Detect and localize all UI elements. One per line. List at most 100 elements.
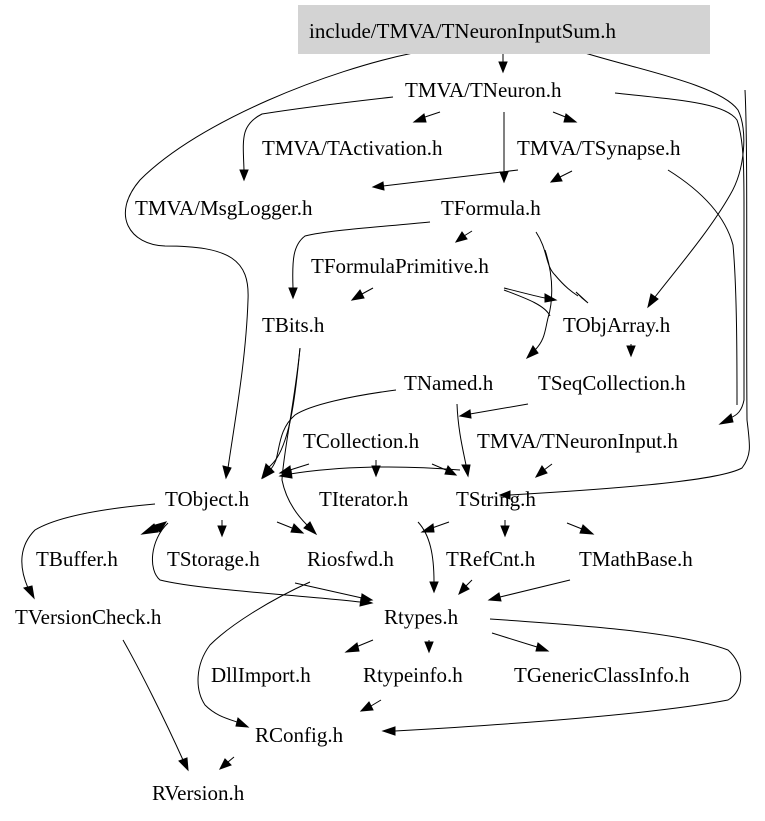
node-tneuroninput[interactable]: TMVA/TNeuronInput.h [477,429,678,453]
arrowhead [218,758,232,770]
root-node-box [298,5,710,54]
arrowhead [575,291,589,304]
edge-tformulaprimitive-tobjarray [503,287,546,299]
edge-rtypes-rconfig [394,618,742,732]
node-label: TMathBase.h [579,547,693,571]
edge-tobject-tversioncheck [21,503,156,589]
edge-tbits-tobject [267,347,301,469]
node-tneuron[interactable]: TMVA/TNeuron.h [405,78,562,102]
arrowhead [498,490,511,500]
node-rtypeinfo[interactable]: Rtypeinfo.h [363,663,463,687]
node-label: TFormulaPrimitive.h [311,254,489,278]
arrowhead [444,465,458,476]
node-tobject[interactable]: TObject.h [165,487,250,511]
arrowhead [23,585,35,600]
node-label: TNamed.h [404,371,494,395]
arrowhead [290,523,305,534]
node-label: TStorage.h [167,547,260,571]
node-label: TFormula.h [441,196,541,220]
node-label: TBits.h [262,313,325,337]
node-label: TMVA/TNeuron.h [405,78,562,102]
edge-tnamed-tstring [456,403,467,466]
edge-tnamed-tobject [269,389,397,471]
edge-tformula-tnamed [534,249,553,351]
edge-tformulaprimitive-tobjarray-2 [503,289,551,317]
nodes-layer: include/TMVA/TNeuronInputSum.h TMVA/TNeu… [15,5,710,805]
node-label: TMVA/MsgLogger.h [135,196,313,220]
node-tformula[interactable]: TFormula.h [441,196,541,220]
edge-tmathbase-rtypes [499,579,571,598]
arrowhead [239,169,249,182]
edge-tobject-riosfwd [276,521,293,529]
node-tbits[interactable]: TBits.h [262,313,325,337]
node-tactivation[interactable]: TMVA/TActivation.h [262,136,443,160]
node-label: TMVA/TActivation.h [262,136,443,160]
node-tstring[interactable]: TString.h [456,487,536,511]
node-label: TRefCnt.h [446,547,536,571]
arrowhead [344,642,360,653]
edge-tformula-tformulaprimitive [463,230,473,237]
node-tformulaprimitive[interactable]: TFormulaPrimitive.h [311,254,489,278]
node-titerator[interactable]: TIterator.h [319,487,409,511]
arrowhead [525,345,539,360]
arrowhead [350,289,365,301]
node-label: include/TMVA/TNeuronInputSum.h [309,19,617,43]
node-tstorage[interactable]: TStorage.h [167,547,260,571]
arrowhead [360,593,374,603]
node-tgenericclassinfo[interactable]: TGenericClassInfo.h [514,663,690,687]
arrowhead [420,523,435,533]
edge-tstring-rtypes [431,521,450,529]
node-rconfig[interactable]: RConfig.h [255,723,344,747]
arrowhead [534,465,548,478]
node-trefcnt[interactable]: TRefCnt.h [446,547,536,571]
arrowhead [626,345,636,358]
edge-tneuroninput-tstring [543,463,553,471]
node-label: TVersionCheck.h [15,605,162,629]
arrowhead [487,592,502,602]
edge-tstring-tmathbase [566,522,583,530]
node-rversion[interactable]: RVersion.h [152,781,245,805]
edge-tsynapse-msglogger [382,169,519,187]
edge-riosfwd-rconfig [197,581,311,723]
edge-tneuron-tneuroninput [614,92,745,419]
node-root[interactable]: include/TMVA/TNeuronInputSum.h [298,5,710,54]
arrowhead [500,525,510,538]
arrowhead [579,524,595,535]
arrowhead [454,231,468,243]
node-label: TMVA/TNeuronInput.h [477,429,678,453]
node-tmathbase[interactable]: TMathBase.h [579,547,693,571]
edge-tformula-tbits [292,221,431,289]
node-label: TMVA/TSynapse.h [517,136,681,160]
node-riosfwd[interactable]: Riosfwd.h [307,547,394,571]
arrowhead [461,464,471,478]
arrowhead [535,642,550,652]
node-tsynapse[interactable]: TMVA/TSynapse.h [517,136,681,160]
node-label: RVersion.h [152,781,245,805]
node-tbuffer[interactable]: TBuffer.h [36,547,118,571]
edge-tstorage-rtypes [294,582,363,599]
node-tnamed[interactable]: TNamed.h [404,371,494,395]
node-label: DllImport.h [211,663,311,687]
node-dllimport[interactable]: DllImport.h [211,663,311,687]
node-label: TObjArray.h [563,313,671,337]
arrowhead [371,181,385,191]
arrowhead [549,172,563,183]
edge-tneuron-tstring [509,89,750,496]
node-tversioncheck[interactable]: TVersionCheck.h [15,605,162,629]
node-tcollection[interactable]: TCollection.h [303,429,420,453]
node-msglogger[interactable]: TMVA/MsgLogger.h [135,196,313,220]
node-tseqcollection[interactable]: TSeqCollection.h [538,371,686,395]
node-rtypes[interactable]: Rtypes.h [384,605,459,629]
node-label: TCollection.h [303,429,420,453]
arrowhead [222,465,232,480]
node-label: TBuffer.h [36,547,118,571]
node-label: RConfig.h [255,723,344,747]
edge-tseqcollection-tcollection [469,403,529,415]
edge-rtypes-dllimport [355,639,374,648]
arrowhead [235,717,250,728]
arrowhead [429,581,439,594]
arrowhead [288,287,298,300]
edge-tformula-tobjarray [535,231,579,297]
node-label: TString.h [456,487,536,511]
node-tobjarray[interactable]: TObjArray.h [563,313,671,337]
